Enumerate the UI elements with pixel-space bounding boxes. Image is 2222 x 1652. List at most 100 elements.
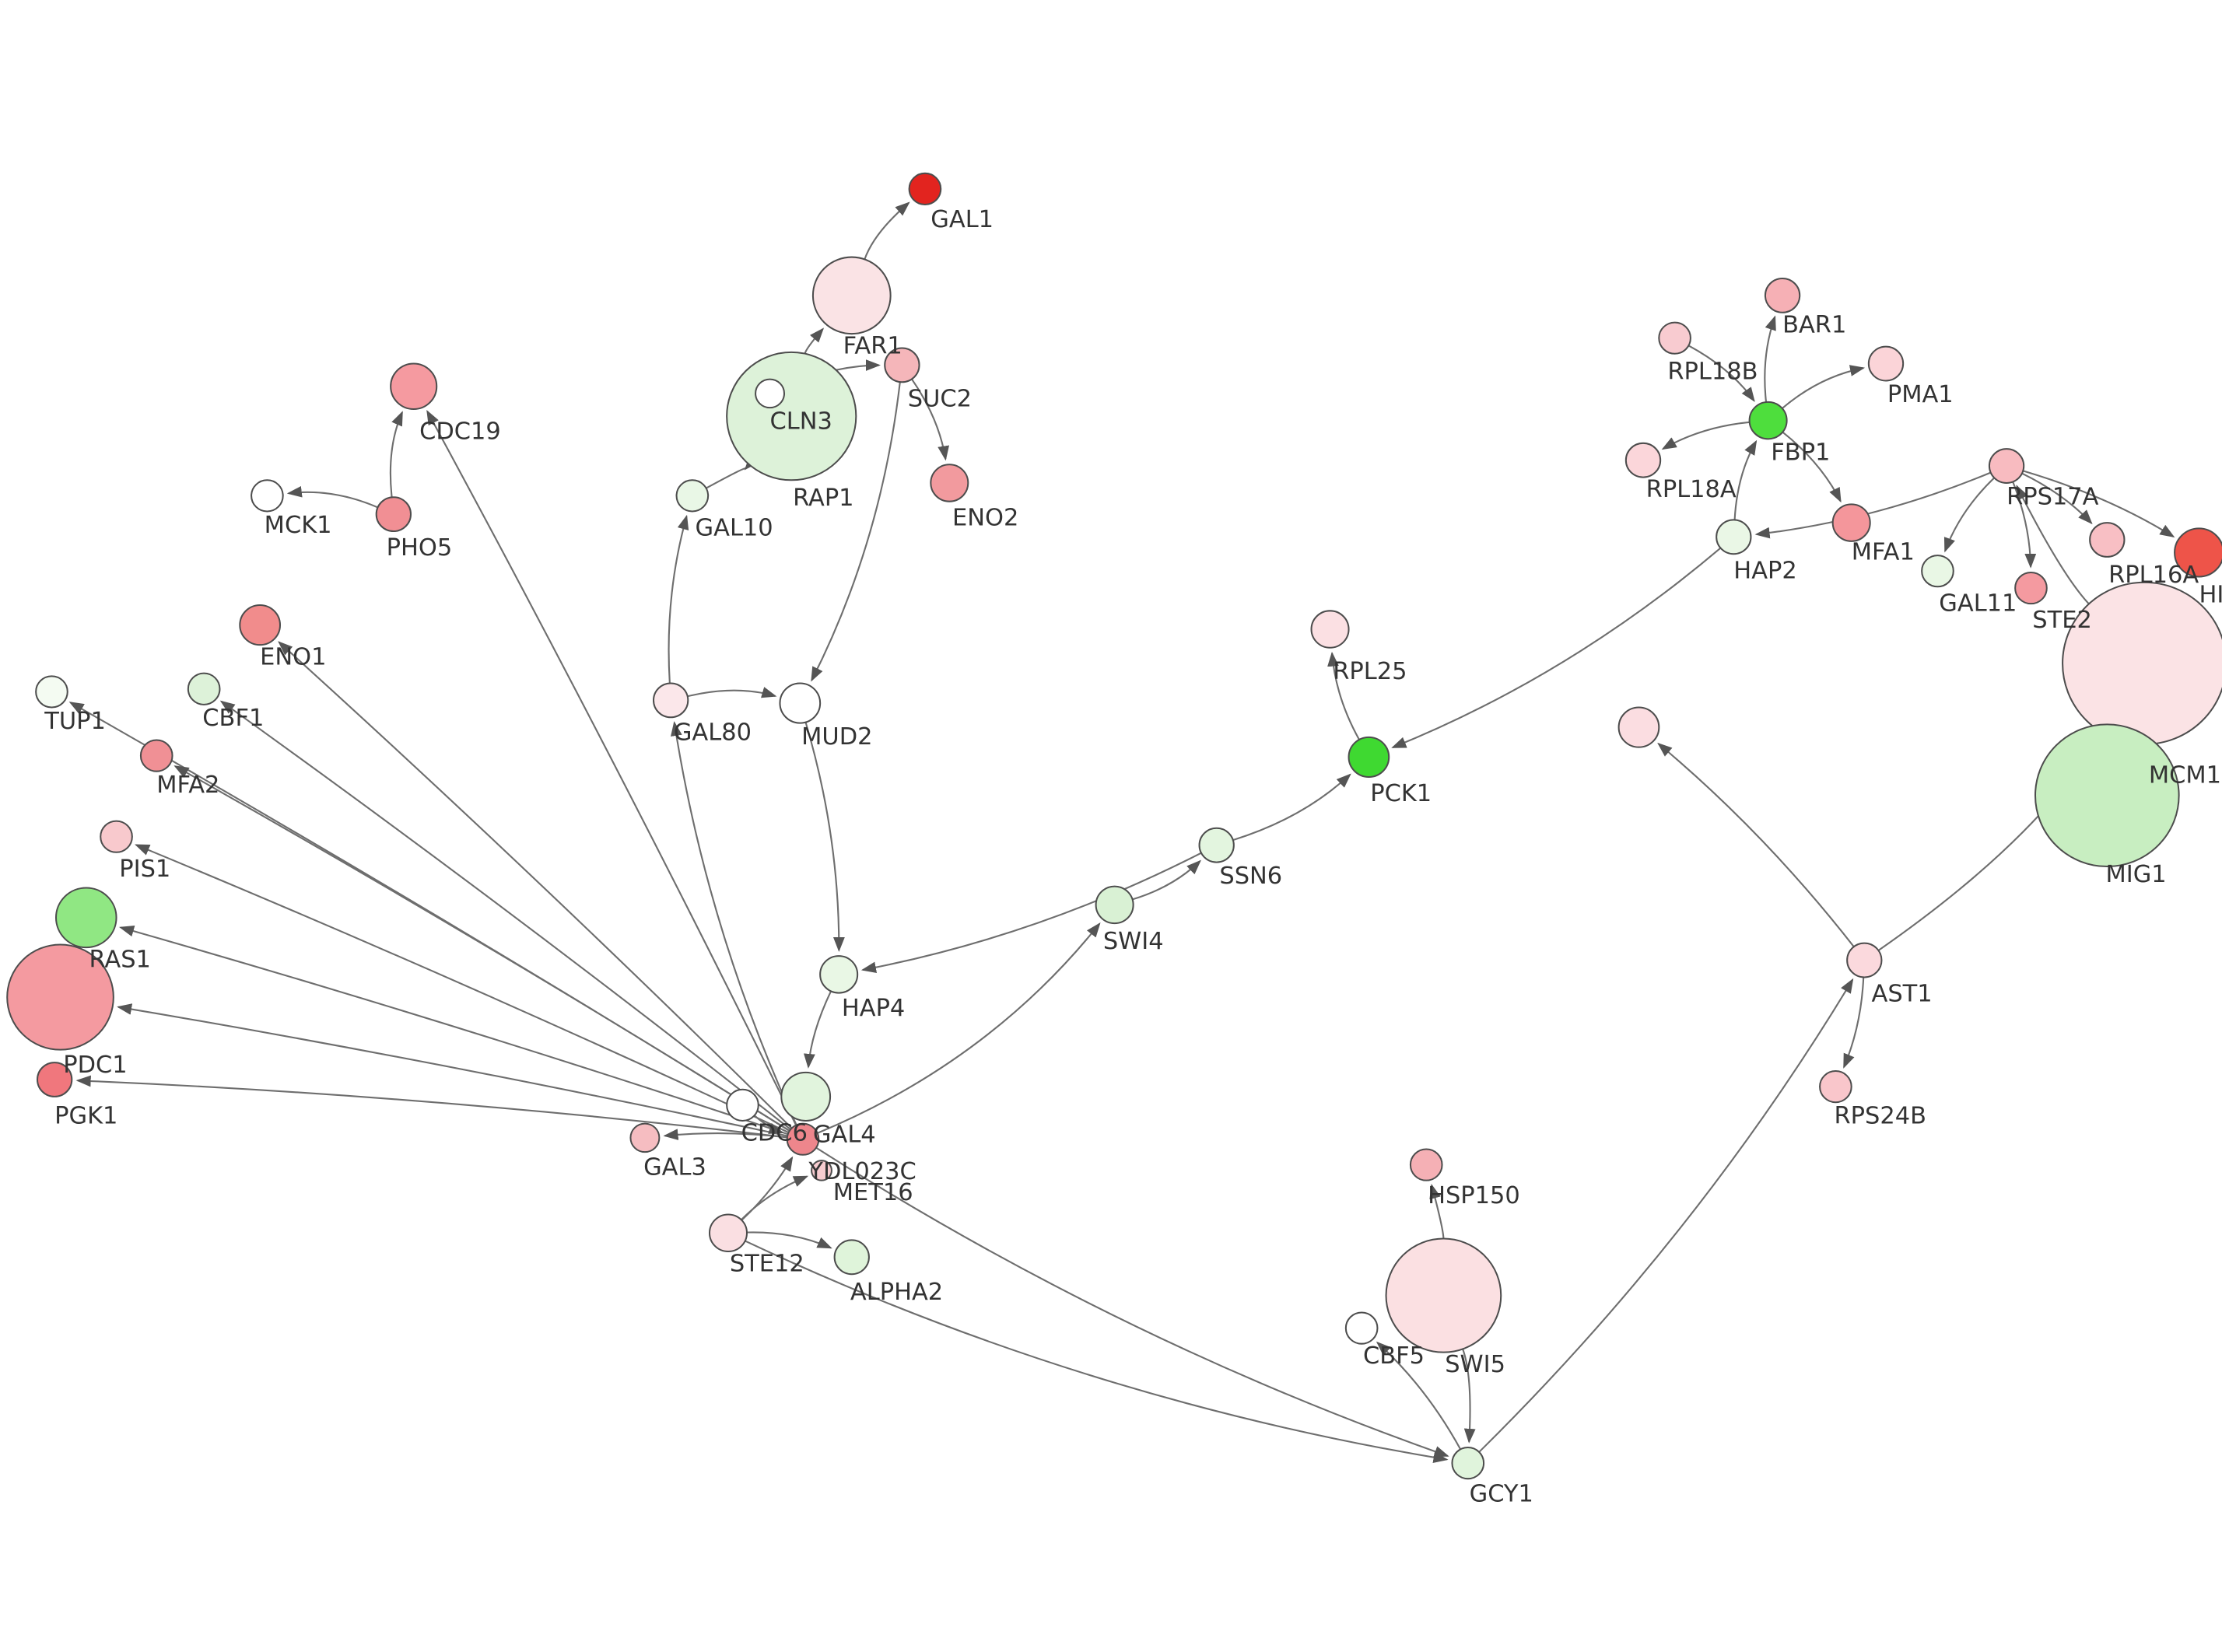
- node-alpha2[interactable]: [833, 1239, 870, 1276]
- edge-mcm1-rps17a[interactable]: [2016, 485, 2090, 605]
- node-eno2[interactable]: [930, 464, 969, 502]
- edge-gcy1-ast1[interactable]: [1478, 978, 1854, 1453]
- node-met16[interactable]: [811, 1160, 832, 1181]
- node-hsp150[interactable]: [1409, 1148, 1443, 1181]
- edge-gcy1-cbf5[interactable]: [1376, 1341, 1462, 1450]
- node-swi5[interactable]: [1385, 1237, 1502, 1353]
- node-mck1[interactable]: [251, 479, 284, 513]
- edge-swi5-hsp150[interactable]: [1429, 1184, 1445, 1239]
- node-swi4[interactable]: [1095, 885, 1134, 925]
- node-rpl25[interactable]: [1310, 610, 1350, 649]
- node-gal1[interactable]: [908, 172, 942, 205]
- edge-rps17a-rpl16a[interactable]: [2021, 472, 2093, 525]
- node-far1[interactable]: [811, 256, 892, 335]
- node-cdc6[interactable]: [726, 1088, 759, 1122]
- edge-mud2-hap4[interactable]: [804, 722, 845, 952]
- edge-suc2-eno2[interactable]: [911, 378, 949, 461]
- node-pma1[interactable]: [1867, 345, 1905, 382]
- edge-gal4-swi4[interactable]: [817, 922, 1101, 1134]
- node-mfa2[interactable]: [139, 739, 173, 772]
- node-ast1[interactable]: [1846, 942, 1883, 978]
- node-hap4[interactable]: [819, 955, 859, 994]
- node-gal11[interactable]: [1921, 555, 1954, 588]
- edge-ssn6-pck1[interactable]: [1232, 773, 1351, 842]
- edge-fbp1-mfa1[interactable]: [1782, 431, 1842, 503]
- node-mud2[interactable]: [779, 682, 822, 724]
- edge-gal4-gal80[interactable]: [671, 721, 797, 1125]
- node-ste2[interactable]: [2014, 571, 2048, 605]
- node-cbf1[interactable]: [187, 672, 221, 705]
- edge-gal4-mfa2[interactable]: [173, 765, 790, 1132]
- node-cbf5[interactable]: [1344, 1311, 1379, 1345]
- edge-gal80-mud2[interactable]: [687, 687, 777, 698]
- edge-far1-gal1[interactable]: [864, 201, 910, 260]
- node-pdc1[interactable]: [6, 943, 114, 1051]
- edge-fbp1-pma1[interactable]: [1782, 365, 1866, 409]
- edge-pho5-mck1[interactable]: [286, 485, 378, 509]
- edge-gal4-cbf1[interactable]: [219, 700, 791, 1130]
- node-gcy1[interactable]: [1451, 1447, 1485, 1480]
- node-gal3[interactable]: [629, 1122, 661, 1153]
- node-rps24b[interactable]: [1819, 1070, 1852, 1104]
- edge-ast1-rps24b[interactable]: [1843, 977, 1865, 1069]
- node-ssn6[interactable]: [1198, 827, 1235, 863]
- edge-fbp1-rpl18a[interactable]: [1661, 421, 1750, 450]
- edge-gal4-eno1[interactable]: [278, 641, 793, 1129]
- edge-gal4-ras1[interactable]: [119, 925, 789, 1136]
- edge-pho5-cdc19[interactable]: [389, 411, 403, 498]
- edge-pck1-rpl25[interactable]: [1327, 651, 1360, 740]
- node-hap2[interactable]: [1716, 519, 1752, 555]
- edge-gal4-pis1[interactable]: [135, 844, 790, 1134]
- node-eno1[interactable]: [239, 604, 282, 646]
- node-bar1[interactable]: [1764, 277, 1801, 313]
- node-gal4[interactable]: [786, 1122, 820, 1156]
- node-rap1[interactable]: [755, 378, 786, 409]
- node-pgk1[interactable]: [36, 1062, 73, 1097]
- edge-rpl18b-fbp1[interactable]: [1688, 345, 1755, 402]
- node-ste12[interactable]: [708, 1213, 748, 1252]
- edge-gal10-cln3[interactable]: [706, 455, 759, 489]
- edge-rps17a-his4[interactable]: [2023, 470, 2175, 538]
- node-ydl023c[interactable]: [780, 1071, 832, 1122]
- node-pho5[interactable]: [375, 496, 412, 533]
- node-rpl16a[interactable]: [2089, 522, 2126, 558]
- node-suc2[interactable]: [884, 347, 920, 383]
- edge-gal4-pgk1[interactable]: [75, 1075, 788, 1139]
- edge-ste12-gcy1[interactable]: [745, 1240, 1449, 1464]
- node-fbp1[interactable]: [1748, 401, 1788, 440]
- edge-hap2-fbp1[interactable]: [1733, 439, 1758, 520]
- node-pck1[interactable]: [1348, 736, 1390, 778]
- edge-ste12-met16[interactable]: [741, 1175, 809, 1220]
- node-his4[interactable]: [2174, 527, 2222, 578]
- edge-suc2-mud2[interactable]: [811, 381, 901, 682]
- edge-fbp1-bar1[interactable]: [1764, 315, 1776, 403]
- edge-ssn6-hap4[interactable]: [860, 852, 1202, 974]
- edge-gal4-pdc1[interactable]: [117, 1003, 788, 1137]
- node-tup1[interactable]: [35, 675, 68, 709]
- edge-swi5-gcy1[interactable]: [1462, 1349, 1476, 1444]
- edge-gal4-gcy1[interactable]: [815, 1146, 1449, 1458]
- node-rpl18a[interactable]: [1624, 442, 1662, 478]
- node-pis1[interactable]: [100, 820, 133, 853]
- edge-cdc6-gal4[interactable]: [753, 1115, 784, 1134]
- edge-gal4-gal3[interactable]: [663, 1129, 788, 1140]
- edge-ste12-alpha2[interactable]: [746, 1231, 832, 1249]
- node-unnamed[interactable]: [1617, 706, 1660, 748]
- edge-rps17a-hap2[interactable]: [1754, 471, 1991, 539]
- edge-hap2-pck1[interactable]: [1391, 547, 1722, 748]
- edge-ste12-gal4[interactable]: [741, 1156, 794, 1221]
- node-rpl18b[interactable]: [1658, 321, 1691, 355]
- node-cdc19[interactable]: [390, 362, 438, 410]
- node-gal10[interactable]: [675, 479, 710, 513]
- edge-rps17a-gal11[interactable]: [1943, 477, 1995, 553]
- edge-gal4-cdc19[interactable]: [426, 410, 797, 1126]
- node-rps17a[interactable]: [1988, 448, 2025, 484]
- node-mig1[interactable]: [2034, 723, 2180, 868]
- node-ras1[interactable]: [54, 887, 117, 949]
- node-gal80[interactable]: [652, 682, 689, 719]
- edge-swi4-ssn6[interactable]: [1132, 859, 1201, 901]
- edge-ast1-unnamed[interactable]: [1657, 742, 1855, 947]
- node-mfa1[interactable]: [1831, 503, 1871, 542]
- edge-cln3-far1[interactable]: [804, 327, 825, 355]
- edge-hap4-ydl023c[interactable]: [804, 990, 832, 1069]
